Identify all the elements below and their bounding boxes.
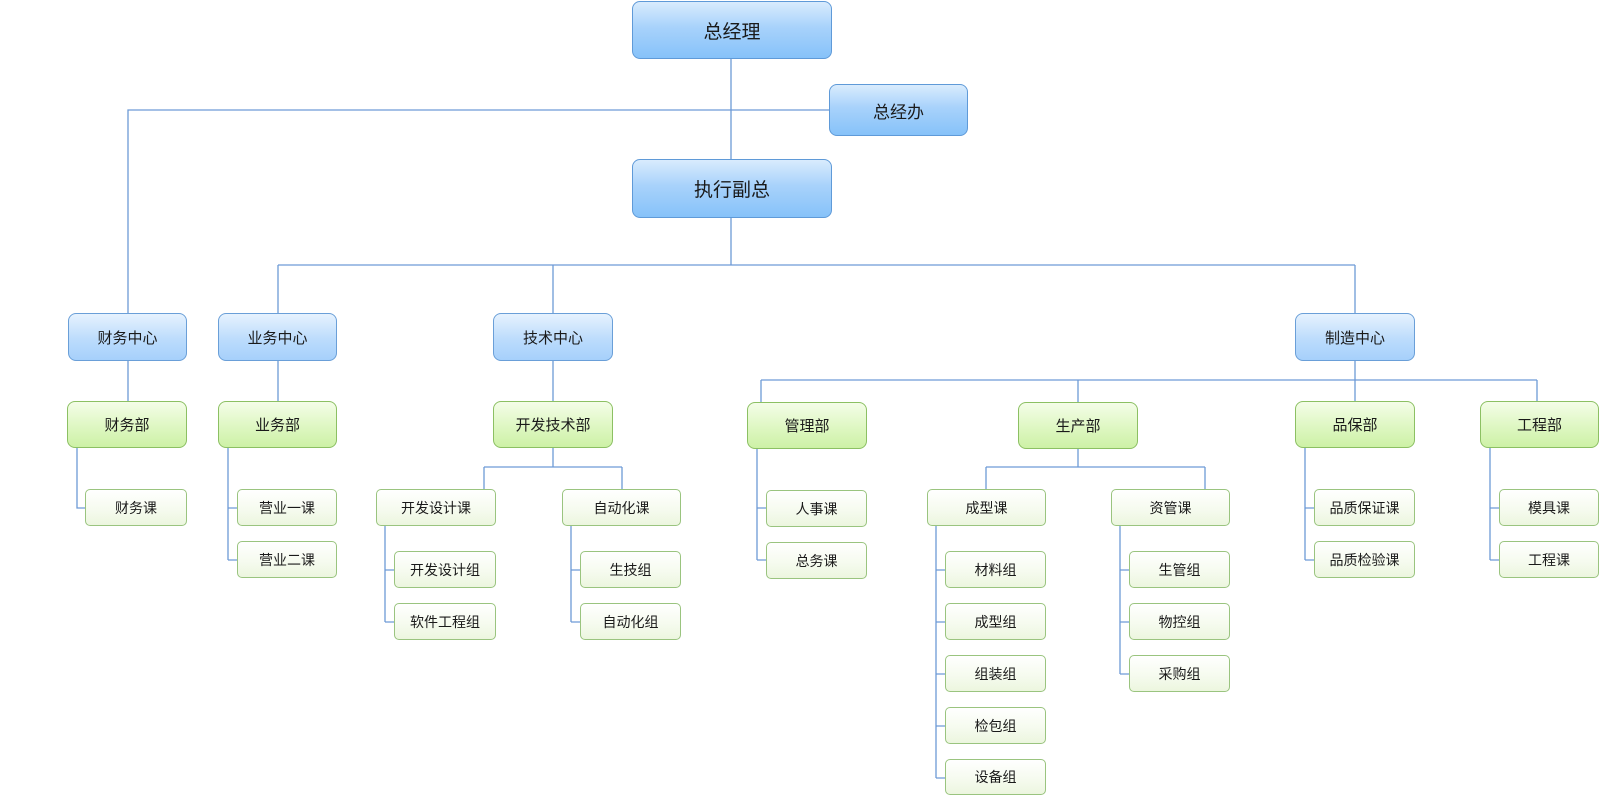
node-automation-group: 自动化组 — [580, 603, 681, 640]
connector-to-finance-center — [127, 109, 731, 313]
node-production-dept: 生产部 — [1018, 402, 1138, 449]
node-inspection-packing-group: 检包组 — [945, 707, 1046, 744]
node-finance-dept: 财务部 — [67, 401, 187, 448]
node-quality-dept: 品保部 — [1295, 401, 1415, 448]
connector-management-sections — [756, 449, 766, 561]
node-sales-section-2: 营业二课 — [237, 541, 337, 578]
connector-finance-sections — [76, 448, 85, 509]
node-business-dept: 业务部 — [218, 401, 337, 448]
node-materials-mgmt-section: 资管课 — [1111, 489, 1230, 526]
node-assembly-group: 组装组 — [945, 655, 1046, 692]
node-finance-center: 财务中心 — [68, 313, 187, 361]
node-technology-center: 技术中心 — [493, 313, 613, 361]
connector-engineering-sections — [1489, 448, 1499, 561]
node-molding-section: 成型课 — [927, 489, 1046, 526]
connector-quality-sections — [1304, 448, 1314, 561]
node-qa-section: 品质保证课 — [1314, 489, 1415, 526]
node-dev-design-section: 开发设计课 — [376, 489, 496, 526]
node-executive-vp: 执行副总 — [632, 159, 832, 218]
node-automation-section: 自动化课 — [562, 489, 681, 526]
node-general-affairs-section: 总务课 — [766, 542, 867, 579]
node-software-group: 软件工程组 — [394, 603, 496, 640]
node-general-manager: 总经理 — [632, 1, 832, 59]
node-engineering-dept: 工程部 — [1480, 401, 1599, 448]
node-gm-office: 总经办 — [829, 84, 968, 136]
node-mold-section: 模具课 — [1499, 489, 1599, 526]
node-prod-tech-group: 生技组 — [580, 551, 681, 588]
node-molding-group: 成型组 — [945, 603, 1046, 640]
connector-materials-mgmt-groups — [1119, 526, 1129, 675]
connector-dev-design-groups — [384, 526, 394, 623]
node-prod-control-group: 生管组 — [1129, 551, 1230, 588]
node-qc-section: 品质检验课 — [1314, 541, 1415, 578]
node-material-group: 材料组 — [945, 551, 1046, 588]
node-manufacturing-center: 制造中心 — [1295, 313, 1415, 361]
node-finance-section: 财务课 — [85, 489, 187, 526]
node-material-control-group: 物控组 — [1129, 603, 1230, 640]
node-equipment-group: 设备组 — [945, 759, 1046, 795]
connector-business-sections — [227, 448, 237, 561]
node-management-dept: 管理部 — [747, 402, 867, 449]
node-dev-design-group: 开发设计组 — [394, 551, 496, 588]
node-sales-section-1: 营业一课 — [237, 489, 337, 526]
connector-automation-groups — [570, 526, 580, 623]
node-dev-tech-dept: 开发技术部 — [493, 401, 613, 448]
node-purchasing-group: 采购组 — [1129, 655, 1230, 692]
node-hr-section: 人事课 — [766, 490, 867, 527]
connector-molding-groups — [935, 526, 945, 779]
node-engineering-section: 工程课 — [1499, 541, 1599, 578]
node-business-center: 业务中心 — [218, 313, 337, 361]
